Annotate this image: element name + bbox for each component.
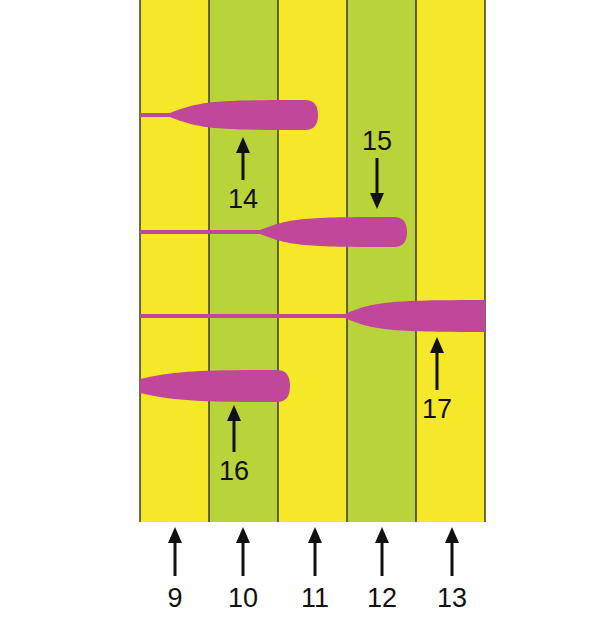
tube-stalk: [140, 230, 265, 234]
arrow-head: [445, 527, 459, 543]
yellow-band: [140, 0, 209, 522]
callout-number: 17: [422, 396, 452, 423]
callout-number: 11: [301, 585, 329, 612]
callout-number: 13: [437, 585, 467, 612]
callout-number: 16: [219, 458, 249, 485]
pointer-arrow: [451, 541, 454, 576]
pointer-arrow: [314, 541, 317, 576]
band-border: [208, 0, 210, 522]
arrow-head: [236, 527, 250, 543]
pointer-arrow: [376, 158, 379, 194]
band-border: [484, 0, 486, 522]
pointer-arrow: [174, 541, 177, 576]
tube-body: [140, 370, 290, 402]
tube-body: [260, 217, 407, 247]
arrow-head: [308, 527, 322, 543]
arrow-head: [227, 405, 241, 421]
callout-number: 12: [367, 585, 397, 612]
green-band: [209, 0, 278, 522]
callout-number: 10: [228, 585, 258, 612]
arrow-head: [375, 527, 389, 543]
band-border: [277, 0, 279, 522]
green-band: [347, 0, 416, 522]
callout-number: 15: [362, 128, 392, 155]
arrow-head: [430, 337, 444, 353]
bands: [140, 0, 485, 522]
arrow-head: [370, 193, 384, 209]
pointer-arrow: [242, 541, 245, 576]
tube-stalk: [140, 314, 350, 318]
tube-body: [345, 300, 485, 332]
callout-number: 9: [167, 585, 182, 612]
band-border: [139, 0, 141, 522]
tube-stalk: [140, 113, 175, 117]
band-border: [346, 0, 348, 522]
arrow-head: [168, 527, 182, 543]
pointer-arrow: [381, 541, 384, 576]
tube-body: [170, 100, 318, 130]
yellow-band: [416, 0, 485, 522]
pointer-arrow: [242, 152, 245, 180]
pointer-arrow: [436, 352, 439, 390]
pointer-arrow: [233, 420, 236, 452]
callout-number: 14: [228, 186, 258, 213]
yellow-band: [278, 0, 347, 522]
arrow-head: [236, 137, 250, 153]
band-border: [415, 0, 417, 522]
